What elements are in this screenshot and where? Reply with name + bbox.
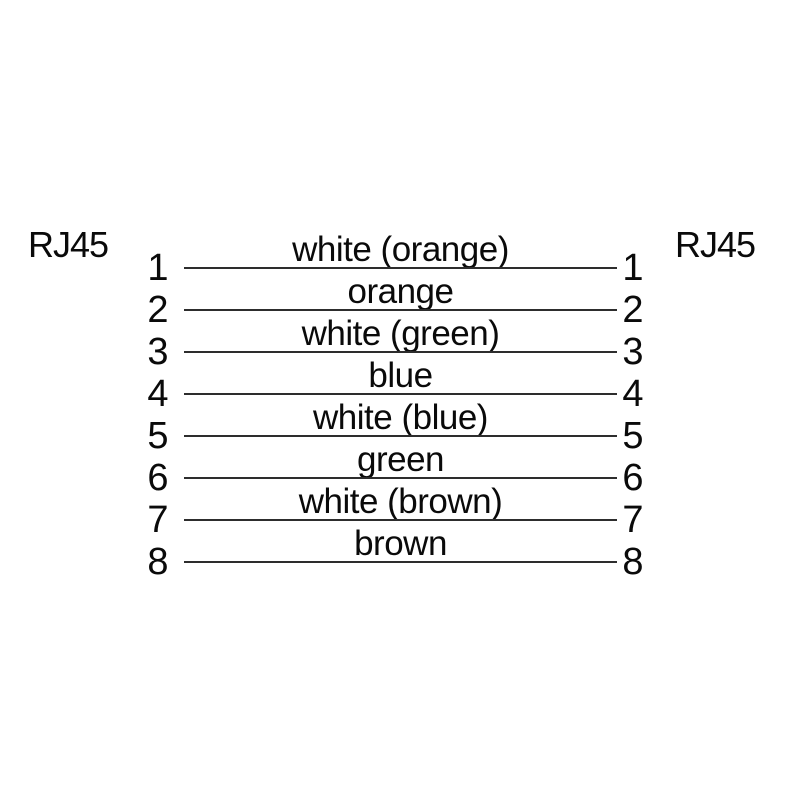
pin-number-right: 3 xyxy=(622,331,644,373)
pin-number-left: 5 xyxy=(147,415,169,457)
wire-color-label: white (brown) xyxy=(298,482,503,521)
wire-color-label: white (green) xyxy=(301,314,500,353)
wire-row: 4 blue 4 xyxy=(0,358,800,416)
wire-color-label: white (blue) xyxy=(313,398,488,437)
pin-number-right: 1 xyxy=(622,247,644,289)
pin-number-right: 8 xyxy=(622,541,644,583)
pin-number-left: 7 xyxy=(147,499,169,541)
wire-color-label: brown xyxy=(354,524,447,563)
pin-number-left: 3 xyxy=(147,331,169,373)
connector-label-right: RJ45 xyxy=(675,224,756,265)
wire-line xyxy=(184,393,617,395)
pin-number-left: 1 xyxy=(147,247,169,289)
pin-number-left: 6 xyxy=(147,457,169,499)
wire-row: 5 white (blue) 5 xyxy=(0,400,800,458)
wire-line xyxy=(184,351,617,353)
connector-label-left: RJ45 xyxy=(28,224,109,265)
pin-number-right: 7 xyxy=(622,499,644,541)
pin-number-left: 2 xyxy=(147,289,169,331)
wire-row: 6 green 6 xyxy=(0,442,800,500)
pin-number-left: 8 xyxy=(147,541,169,583)
wire-line xyxy=(184,519,617,521)
wire-line xyxy=(184,309,617,311)
pin-number-right: 6 xyxy=(622,457,644,499)
wire-line xyxy=(184,435,617,437)
wire-line xyxy=(184,477,617,479)
pin-number-right: 4 xyxy=(622,373,644,415)
wire-row: 2 orange 2 xyxy=(0,274,800,332)
wire-color-label: orange xyxy=(347,272,454,311)
wire-color-label: blue xyxy=(368,356,433,395)
wire-row: 7 white (brown) 7 xyxy=(0,484,800,542)
pin-number-left: 4 xyxy=(147,373,169,415)
pin-number-right: 2 xyxy=(622,289,644,331)
wire-line xyxy=(184,561,617,563)
pin-number-right: 5 xyxy=(622,415,644,457)
wire-row: 3 white (green) 3 xyxy=(0,316,800,374)
wire-color-label: green xyxy=(356,440,445,479)
wire-row: 8 brown 8 xyxy=(0,526,800,584)
wire-line xyxy=(184,267,617,269)
wire-color-label: white (orange) xyxy=(292,230,509,269)
wire-row: 1 white (orange) 1 xyxy=(0,232,800,290)
